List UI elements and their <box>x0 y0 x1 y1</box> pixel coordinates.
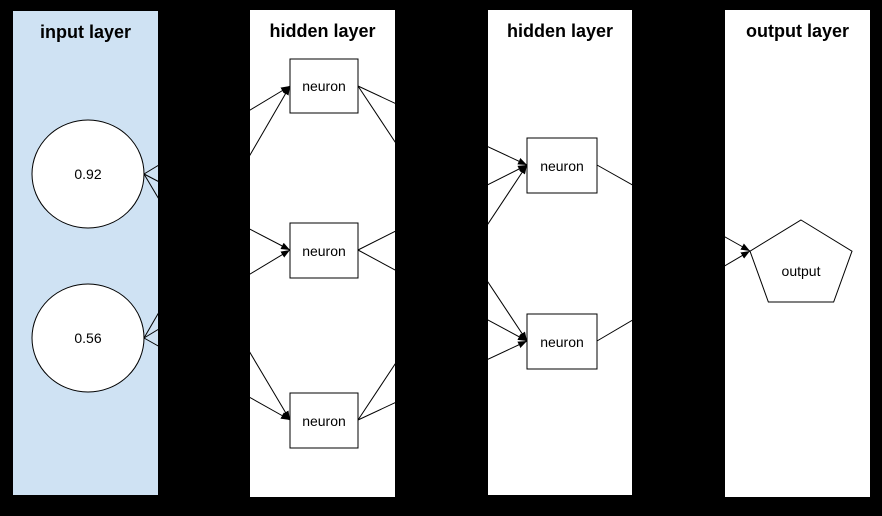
hidden-layer-2-panel: hidden layer <box>488 10 632 495</box>
output-layer-panel: output layer <box>725 10 870 497</box>
hidden1-neuron-1-label: neuron <box>302 78 346 94</box>
hidden2-neuron-2-label: neuron <box>540 333 584 350</box>
edges-group <box>143 85 751 421</box>
output-layer-title: output layer <box>745 21 849 41</box>
input-layer-title: input layer <box>39 22 132 42</box>
output-node-label: output <box>781 262 821 279</box>
hidden1-neuron-3-label: neuron <box>302 412 346 429</box>
input-node-2-label: 0.56 <box>74 330 102 346</box>
hidden-layer-2-title: hidden layer <box>506 21 614 41</box>
input-node-1-label: 0.92 <box>74 166 102 182</box>
hidden1-neuron-2-label: neuron <box>302 242 346 259</box>
input-layer-panel: input layer <box>13 11 158 495</box>
hidden-layer-1-title: hidden layer <box>269 21 376 41</box>
hidden2-neuron-1-label: neuron <box>540 157 584 174</box>
